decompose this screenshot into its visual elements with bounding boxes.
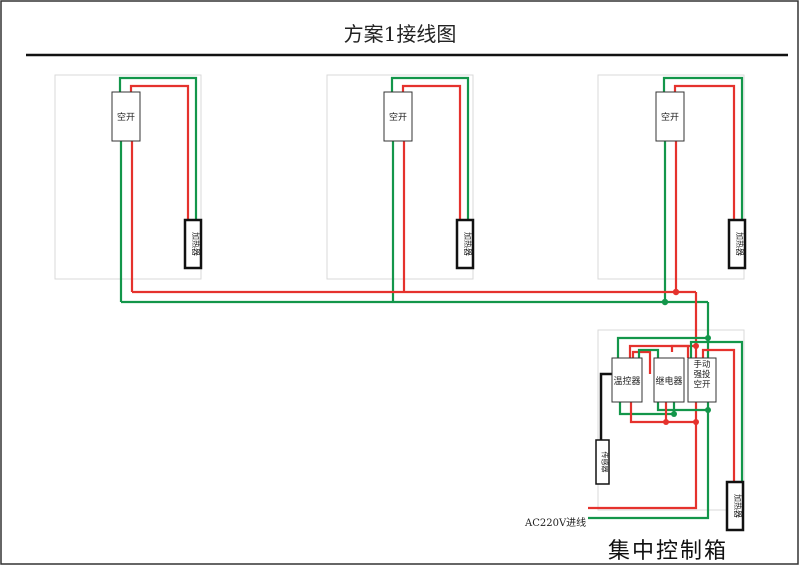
- room2-heater-label: 加热器: [463, 232, 473, 256]
- room1-neutral-loop: [118, 76, 198, 222]
- sensor: 传感器: [595, 439, 610, 485]
- room1-breaker: 空开: [111, 91, 141, 142]
- room-panel-1: [54, 74, 202, 280]
- relay-red-top: [631, 350, 652, 374]
- box-heater: 加热器: [725, 480, 745, 532]
- relay-manual-link: [670, 344, 690, 358]
- room1-heater-label: 加热器: [191, 232, 201, 256]
- room-panel-3: [597, 74, 745, 280]
- bottom-green-link: [618, 402, 676, 416]
- manual-switch-label: 手动强投空开: [693, 360, 711, 390]
- room3-breaker: 空开: [655, 91, 685, 142]
- room2-breaker: 空开: [383, 91, 413, 142]
- box-heater-label: 加热器: [733, 494, 743, 518]
- thermostat-green-top: [616, 336, 708, 360]
- thermostat: 温控器: [611, 357, 643, 403]
- box-heater-green: [689, 340, 744, 482]
- room2-heater: 加热器: [455, 218, 475, 270]
- bottom-red-link: [629, 402, 696, 424]
- room1-breaker-label: 空开: [117, 111, 135, 123]
- manual-switch: 手动强投空开: [687, 357, 717, 403]
- junction-dot: [663, 419, 669, 425]
- room-panel-2: [326, 74, 474, 280]
- junction-dot: [705, 335, 711, 341]
- junction-dot: [661, 298, 669, 306]
- junction-dot: [671, 411, 677, 417]
- junction-dot: [693, 343, 699, 349]
- room2-live-loop: [401, 84, 462, 222]
- room3-heater: 加热器: [727, 218, 747, 270]
- sensor-label: 传感器: [601, 452, 610, 473]
- junction-dot: [705, 407, 711, 413]
- junctions: [661, 288, 711, 425]
- diagram-title: 方案1接线图: [343, 22, 457, 46]
- control-box-panel: [597, 329, 745, 511]
- box-heater-red: [701, 348, 736, 482]
- room2-breaker-label: 空开: [389, 111, 407, 123]
- thermostat-label: 温控器: [613, 375, 640, 387]
- room3-neutral-loop: [662, 76, 744, 222]
- room1-live-loop: [129, 84, 190, 222]
- junction-dot: [672, 288, 680, 296]
- bottom-green-link-2: [656, 402, 708, 412]
- room3-live-loop: [673, 84, 736, 222]
- relay: 继电器: [653, 357, 685, 403]
- room2-neutral-loop: [390, 76, 470, 222]
- room1-heater: 加热器: [183, 218, 203, 270]
- ac-feed-label: AC220V进线: [525, 518, 587, 529]
- room3-breaker-label: 空开: [661, 111, 679, 123]
- sensor-wire: [599, 372, 612, 440]
- relay-label: 继电器: [655, 375, 682, 387]
- room3-heater-label: 加热器: [735, 232, 745, 256]
- relay-green-top: [637, 348, 660, 358]
- control-box-title: 集中控制箱: [608, 539, 729, 564]
- junction-dot: [693, 419, 699, 425]
